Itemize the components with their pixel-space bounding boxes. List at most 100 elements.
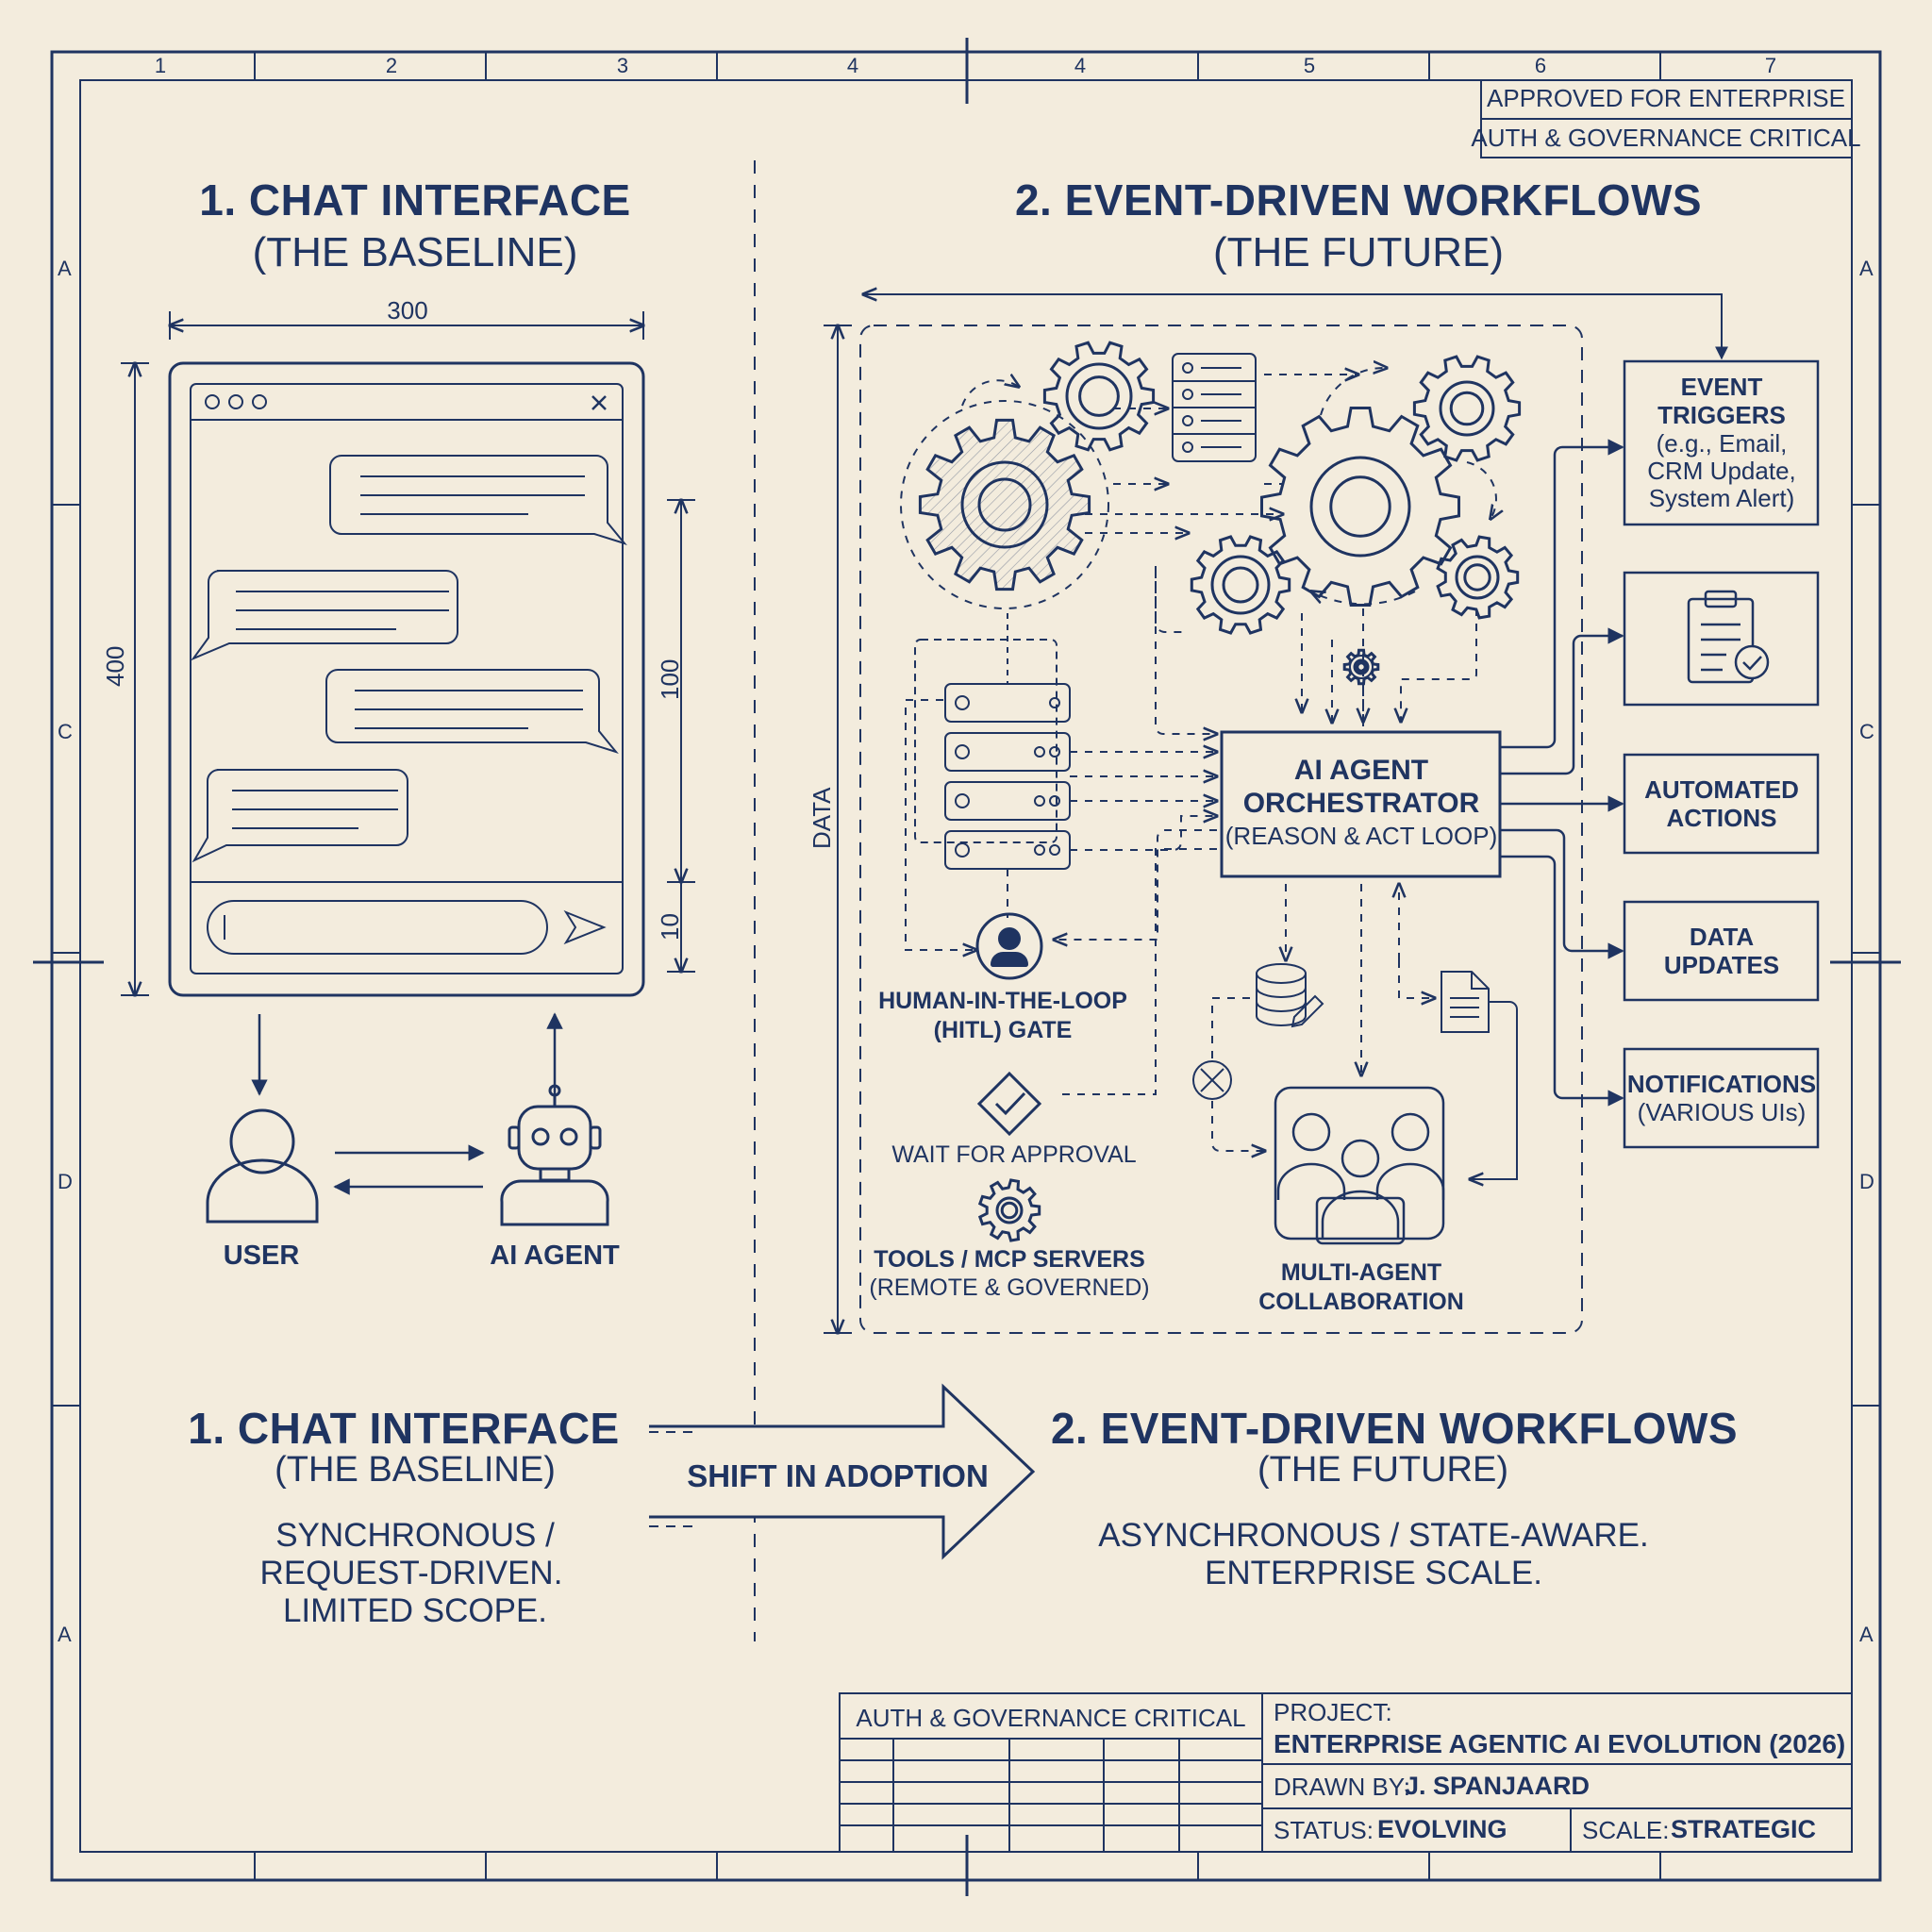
document-icon xyxy=(1441,971,1490,1033)
grid-col-1: 1 xyxy=(154,54,167,77)
gear-top-right-icon xyxy=(1412,355,1522,462)
grid-row-left-1: A xyxy=(58,257,72,280)
bottom-left-title: 1. CHAT INTERFACE xyxy=(188,1404,620,1453)
wait-for-approval: WAIT FOR APPROVAL xyxy=(891,1141,1137,1168)
grid-col-7: 7 xyxy=(1764,54,1777,77)
gear-center-icon xyxy=(1260,407,1460,607)
multi-agent-group-icon xyxy=(1274,1086,1445,1245)
grid-row-left-4: A xyxy=(58,1623,72,1646)
hitl-line1: HUMAN-IN-THE-LOOP xyxy=(878,988,1127,1014)
event-triggers-line1: EVENT xyxy=(1680,373,1763,401)
chat-window-drawing xyxy=(168,361,645,997)
grid-col-5: 5 xyxy=(1303,54,1316,77)
project-value: ENTERPRISE AGENTIC AI EVOLUTION (2026) xyxy=(1274,1729,1846,1758)
data-updates-line1: DATA xyxy=(1689,923,1755,951)
orchestrator-line3: (REASON & ACT LOOP) xyxy=(1224,822,1498,850)
user-agent-flow xyxy=(251,1012,563,1195)
data-dim-label: DATA xyxy=(808,787,836,849)
reject-circle-icon xyxy=(1192,1060,1232,1100)
shift-label: SHIFT IN ADOPTION xyxy=(687,1458,989,1493)
right-subtitle: (THE FUTURE) xyxy=(1213,229,1504,275)
small-gear-icon xyxy=(1349,655,1374,679)
hitl-person-body xyxy=(991,952,1028,967)
orchestrator-input-arrows xyxy=(905,566,1217,1095)
bottom-right-desc-1: ASYNCHRONOUS / STATE-AWARE. xyxy=(1098,1517,1649,1554)
scale-label: SCALE: xyxy=(1582,1816,1670,1844)
tools-gear-icon xyxy=(977,1178,1041,1242)
grid-row-right-2: C xyxy=(1859,720,1874,743)
robot-agent-icon xyxy=(500,1084,609,1226)
bottom-left-desc-2: REQUEST-DRIVEN. xyxy=(259,1555,563,1591)
gear-top-icon xyxy=(1042,341,1156,452)
grid-col-4a: 4 xyxy=(846,54,859,77)
bottom-grid-ticks xyxy=(254,1835,1661,1896)
grid-row-left-2: C xyxy=(58,720,73,743)
event-triggers-line4: CRM Update, xyxy=(1647,457,1796,485)
gear-right-check-icon xyxy=(1436,535,1520,620)
bottom-right-desc-2: ENTERPRISE SCALE. xyxy=(1205,1555,1542,1591)
stamp-auth: AUTH & GOVERNANCE CRITICAL xyxy=(1471,124,1861,152)
dim-width-label: 300 xyxy=(387,296,428,325)
title-block xyxy=(839,1692,1853,1853)
drawn-by-value: J. SPANJAARD xyxy=(1405,1772,1591,1800)
drawn-by-label: DRAWN BY: xyxy=(1274,1773,1410,1801)
automated-actions-line1: AUTOMATED xyxy=(1644,775,1799,804)
grid-col-3: 3 xyxy=(616,54,629,77)
output-arrows xyxy=(1500,439,1624,1107)
bottom-left-desc-1: SYNCHRONOUS / xyxy=(275,1517,555,1554)
side-grid-ticks xyxy=(33,504,1901,1407)
event-triggers-line5: System Alert) xyxy=(1648,484,1795,512)
gear-mid-icon xyxy=(1190,535,1291,635)
dim-input-label: 10 xyxy=(656,913,684,941)
gear-flow-arrows xyxy=(961,368,1496,726)
scale-value: STRATEGIC xyxy=(1671,1815,1816,1843)
big-gear-icon xyxy=(900,400,1109,609)
automated-actions-box xyxy=(1623,753,1820,855)
stamp-approved: APPROVED FOR ENTERPRISE xyxy=(1487,84,1845,112)
grid-col-4b: 4 xyxy=(1074,54,1087,77)
big-gear-shape xyxy=(918,418,1091,591)
clipboard-box xyxy=(1623,571,1820,707)
grid-row-right-4: A xyxy=(1859,1623,1874,1646)
data-updates-box xyxy=(1623,900,1820,1002)
hitl-person-head xyxy=(998,927,1021,950)
orchestrator-line2: ORCHESTRATOR xyxy=(1242,788,1480,819)
orchestrator-line1: AI AGENT xyxy=(1293,755,1429,786)
left-title: 1. CHAT INTERFACE xyxy=(199,175,631,225)
left-subtitle: (THE BASELINE) xyxy=(252,229,578,275)
status-label: STATUS: xyxy=(1274,1816,1374,1844)
status-value: EVOLVING xyxy=(1377,1815,1507,1843)
database-icon xyxy=(1256,963,1324,1028)
bottom-left-desc-3: LIMITED SCOPE. xyxy=(282,1592,548,1629)
doc-to-group-arrow xyxy=(1470,1001,1518,1179)
data-updates-line2: UPDATES xyxy=(1663,951,1780,979)
notifications-line1: NOTIFICATIONS xyxy=(1626,1070,1817,1098)
hitl-person-icon xyxy=(975,912,1043,980)
workflow-boundary xyxy=(859,325,1583,1334)
bottom-right-title: 2. EVENT-DRIVEN WORKFLOWS xyxy=(1050,1404,1739,1453)
project-label: PROJECT: xyxy=(1274,1698,1392,1726)
bottom-left-subtitle: (THE BASELINE) xyxy=(275,1450,556,1490)
dimension-lines-chat xyxy=(121,311,695,995)
gear-icons xyxy=(1042,341,1522,686)
event-triggers-line2: TRIGGERS xyxy=(1657,401,1786,429)
notifications-box xyxy=(1623,1047,1820,1149)
notifications-line2: (VARIOUS UIs) xyxy=(1637,1098,1807,1126)
agent-label: AI AGENT xyxy=(490,1241,620,1271)
grid-row-left-3: D xyxy=(58,1170,73,1193)
user-icon xyxy=(206,1108,319,1224)
user-label: USER xyxy=(223,1241,300,1271)
shift-arrow xyxy=(649,1383,1036,1560)
tools-gear-shape xyxy=(977,1178,1041,1242)
right-title: 2. EVENT-DRIVEN WORKFLOWS xyxy=(1014,175,1703,225)
grid-row-right-1: A xyxy=(1859,257,1874,280)
clipboard-check-icon xyxy=(1687,590,1770,684)
bottom-right-subtitle: (THE FUTURE) xyxy=(1257,1450,1508,1490)
approval-stamp xyxy=(1480,79,1853,158)
title-block-auth: AUTH & GOVERNANCE CRITICAL xyxy=(856,1704,1246,1732)
grid-col-2: 2 xyxy=(385,54,398,77)
approval-diamond-icon xyxy=(976,1071,1042,1137)
dim-msgs-label: 100 xyxy=(656,658,684,700)
